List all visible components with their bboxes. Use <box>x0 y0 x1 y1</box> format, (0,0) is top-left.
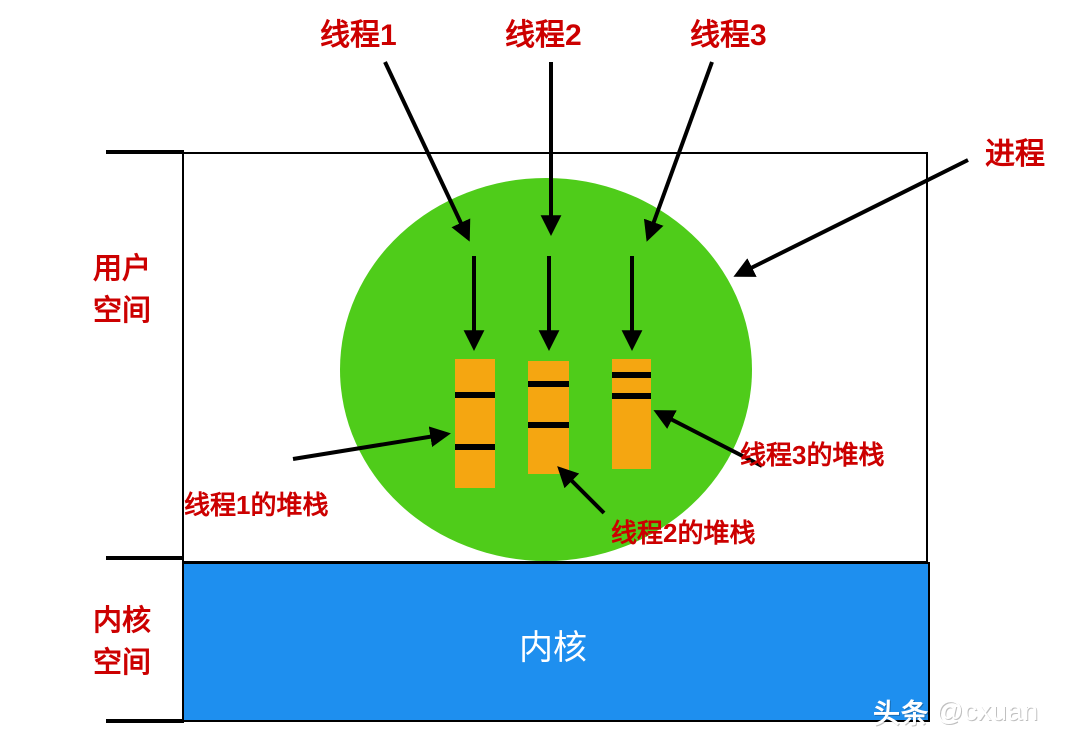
bracket-tick-top <box>106 150 184 154</box>
watermark: 头条 @cxuan <box>873 692 1038 731</box>
label-user-space-line1: 用户 <box>92 253 151 285</box>
thread1-stack-bar <box>455 359 495 488</box>
thread2-stack-bar <box>528 361 569 474</box>
thread1-stack-divider-2 <box>455 444 495 450</box>
thread3-stack-divider-2 <box>612 393 651 399</box>
label-thread1: 线程1 <box>320 19 397 52</box>
label-thread3: 线程3 <box>690 19 767 52</box>
bracket-tick-middle <box>106 556 184 560</box>
label-thread2-stack: 线程2的堆栈 <box>611 518 756 548</box>
label-thread2: 线程2 <box>505 19 582 52</box>
kernel-space-box <box>182 562 930 722</box>
watermark-logo: 头条 <box>873 699 929 729</box>
watermark-handle: @cxuan <box>936 696 1039 726</box>
label-kernel-space: 内核 空间 <box>84 600 160 684</box>
label-thread3-stack: 线程3的堆栈 <box>740 440 885 470</box>
label-kernel-space-line2: 空间 <box>92 647 151 680</box>
thread3-stack-divider-1 <box>612 372 651 378</box>
thread2-stack-divider-1 <box>528 381 569 387</box>
label-process: 进程 <box>985 138 1045 171</box>
label-user-space: 用户 空间 <box>84 248 160 332</box>
label-user-space-line2: 空间 <box>92 295 151 328</box>
label-thread1-stack: 线程1的堆栈 <box>184 490 329 520</box>
thread2-stack-divider-2 <box>528 422 569 428</box>
kernel-box-label: 内核 <box>519 629 587 667</box>
thread3-stack-bar <box>612 359 651 469</box>
label-kernel-space-line1: 内核 <box>92 605 151 637</box>
thread1-stack-divider-1 <box>455 392 495 398</box>
bracket-tick-bottom <box>106 719 184 723</box>
